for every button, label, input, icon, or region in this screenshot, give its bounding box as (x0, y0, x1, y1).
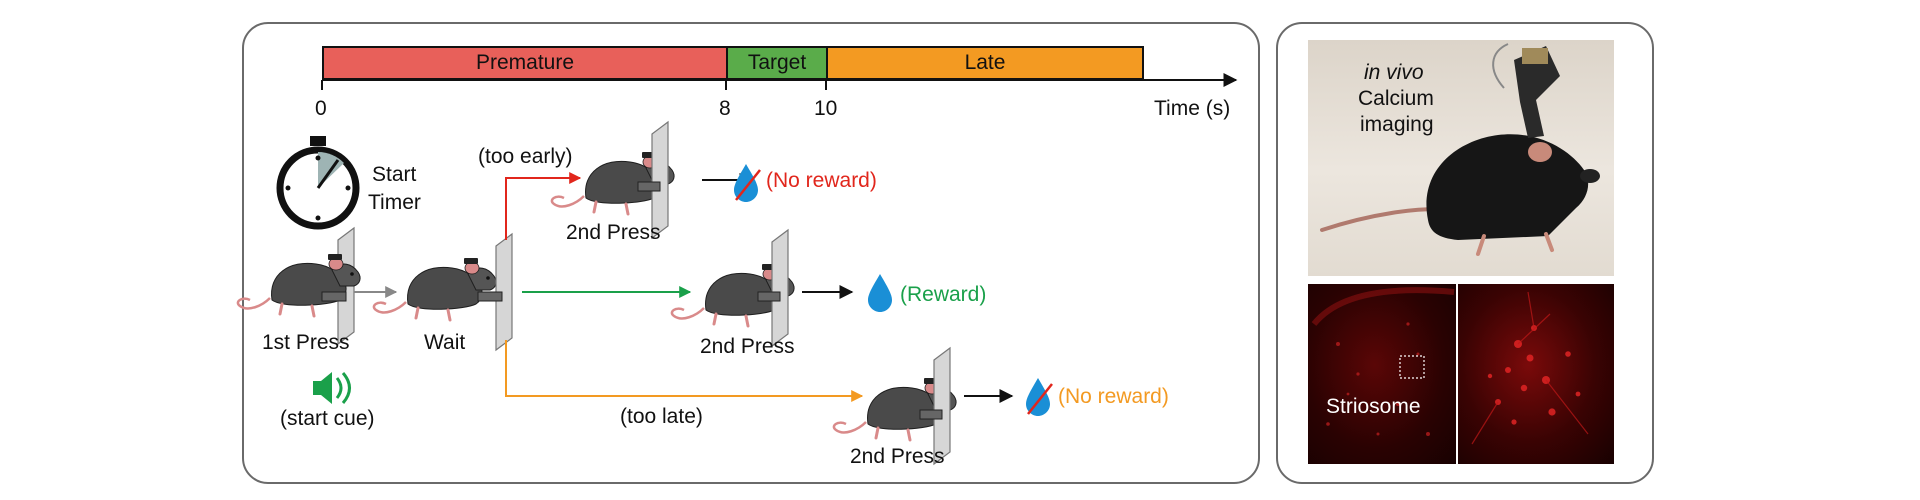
late-press-label: 2nd Press (850, 445, 945, 468)
wait-label: Wait (424, 331, 466, 354)
water-drop-reward (868, 274, 892, 312)
mouse-wait (372, 256, 498, 322)
start-cue-label: (start cue) (280, 407, 375, 430)
early-outcome-label: (No reward) (766, 169, 877, 192)
start-timer-label-line2: Timer (368, 191, 421, 214)
tick-label-10: 10 (814, 97, 838, 120)
late-outcome-label: (No reward) (1058, 385, 1169, 408)
reward-label: (Reward) (900, 283, 987, 306)
target-press-label: 2nd Press (700, 335, 795, 358)
mouse-with-microscope-icon (1320, 43, 1600, 256)
task-diagram-panel (242, 22, 1260, 484)
imaging-label: imaging (1360, 113, 1434, 136)
striosome-micrograph-left (1308, 284, 1456, 464)
stopwatch-icon (276, 136, 360, 230)
lever-target (771, 229, 789, 347)
time-axis-label: Time (s) (1154, 97, 1231, 120)
calcium-label: Calcium (1358, 87, 1434, 110)
striosome-label: Striosome (1326, 395, 1421, 418)
timeline-segment-late: Late (826, 46, 1144, 80)
tick-label-8: 8 (719, 97, 731, 120)
tick-label-0: 0 (315, 97, 327, 120)
premature-label: Premature (475, 51, 575, 74)
start-timer-label-line1: Start (372, 163, 417, 186)
late-label: Late (964, 51, 1006, 74)
too-early-label: (too early) (478, 145, 573, 168)
target-label: Target (747, 51, 807, 74)
red-fluorescence-left-icon (1311, 287, 1455, 436)
timeline-segment-premature: Premature (322, 46, 726, 80)
speaker-icon (313, 372, 351, 404)
striosome-micrograph-right (1458, 284, 1614, 464)
early-press-label: 2nd Press (566, 221, 661, 244)
mouse-imaging-photo (1308, 40, 1614, 276)
red-fluorescence-right-icon (1471, 291, 1589, 445)
first-press-label: 1st Press (262, 331, 350, 354)
in-vivo-label: in vivo (1364, 61, 1424, 84)
too-late-label: (too late) (620, 405, 703, 428)
